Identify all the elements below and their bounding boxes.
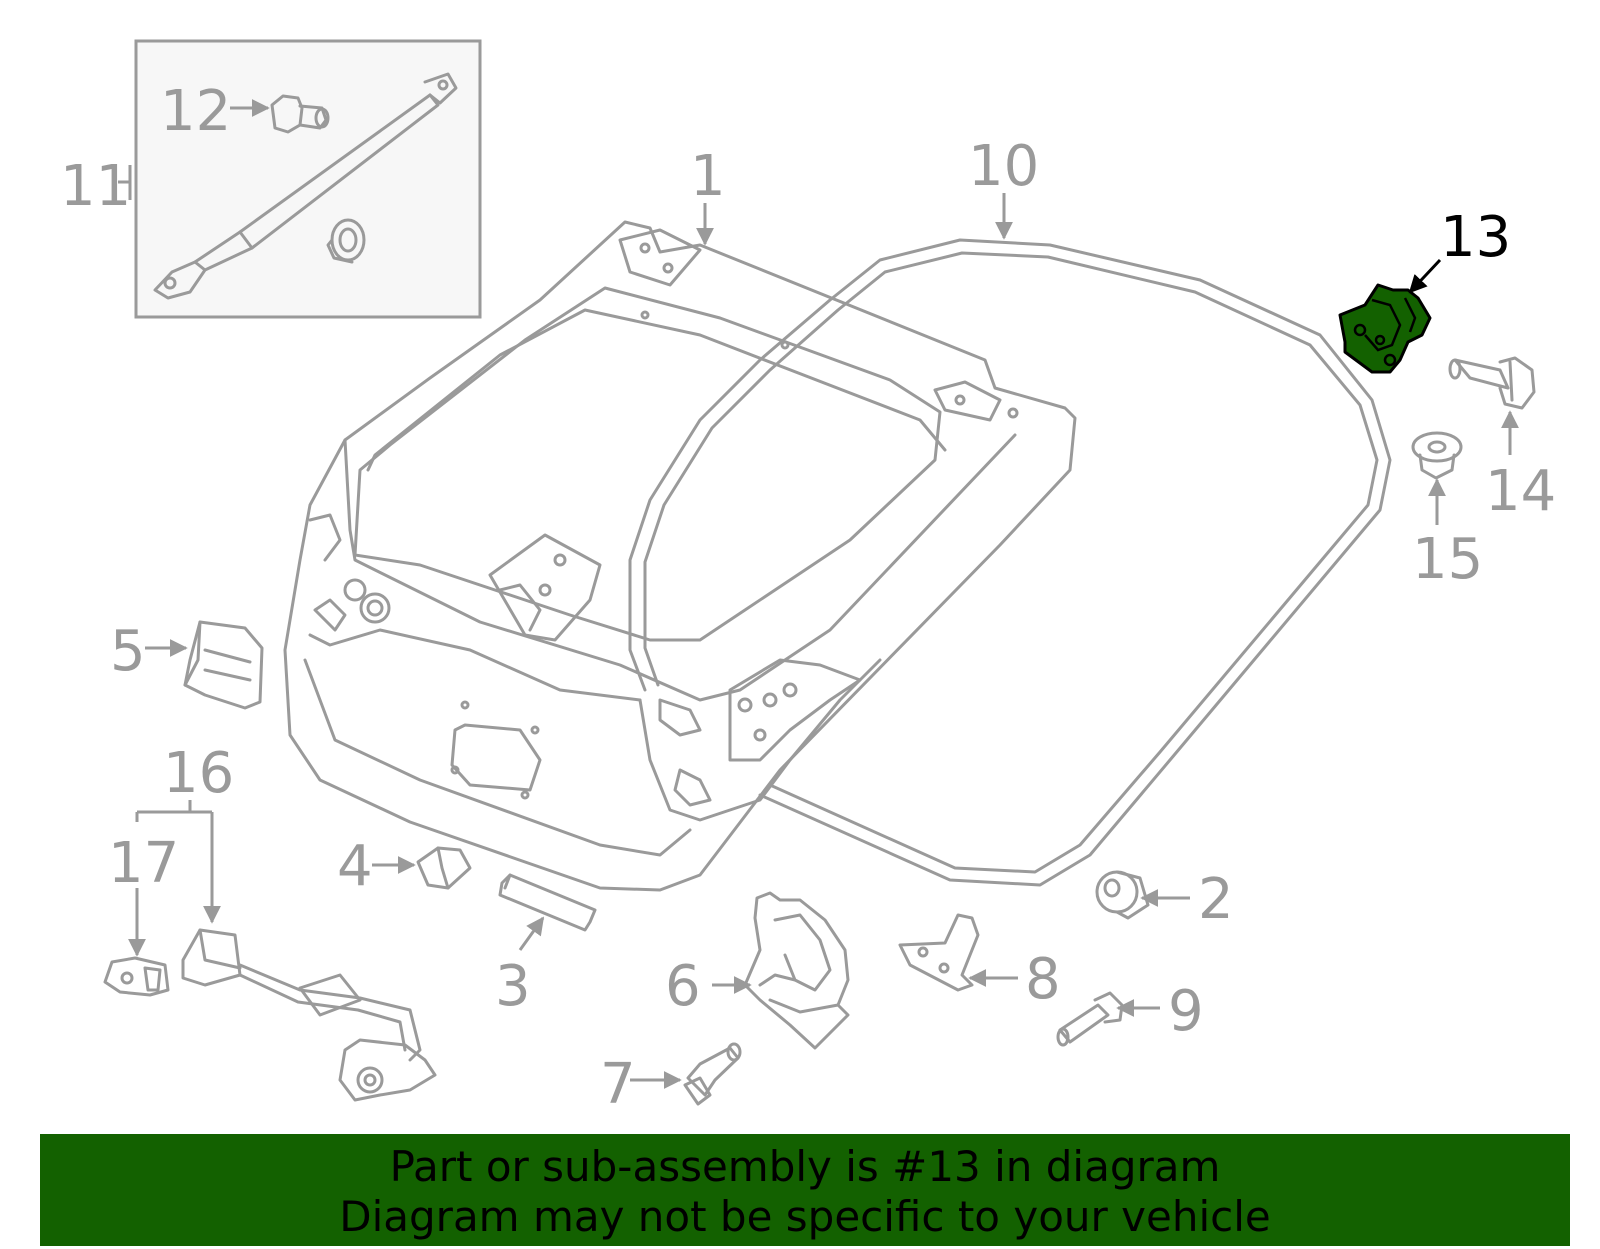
gas-strut bbox=[153, 72, 458, 300]
callout-2: 2 bbox=[1198, 867, 1234, 932]
callout-8: 8 bbox=[1025, 947, 1061, 1012]
callout-7: 7 bbox=[600, 1052, 636, 1117]
callout-11: 11 bbox=[60, 154, 131, 219]
callout-3: 3 bbox=[495, 954, 531, 1019]
bolt-7 bbox=[683, 1042, 742, 1106]
bracket-8 bbox=[898, 913, 980, 992]
callout-4: 4 bbox=[337, 834, 373, 899]
leader-lines bbox=[118, 99, 1519, 1089]
cover-5 bbox=[183, 620, 264, 710]
callout-labels: 1 10 13 12 11 14 15 5 16 17 4 3 2 6 8 9 … bbox=[60, 79, 1556, 1117]
bolt-14 bbox=[1448, 356, 1536, 410]
info-banner: Part or sub-assembly is #13 in diagram D… bbox=[40, 1134, 1570, 1246]
callout-14: 14 bbox=[1485, 459, 1556, 524]
banner-line-1: Part or sub-assembly is #13 in diagram bbox=[389, 1142, 1221, 1191]
tailgate-panel bbox=[283, 220, 1077, 892]
weatherstrip bbox=[628, 238, 1392, 887]
callout-12: 12 bbox=[160, 79, 231, 144]
callout-15: 15 bbox=[1412, 527, 1483, 592]
camera-16 bbox=[181, 928, 437, 1102]
callout-5: 5 bbox=[110, 619, 146, 684]
nut-15 bbox=[1411, 431, 1463, 480]
callout-9: 9 bbox=[1168, 979, 1204, 1044]
bumper-4 bbox=[416, 846, 472, 890]
banner-line-2: Diagram may not be specific to your vehi… bbox=[339, 1192, 1271, 1241]
callout-10: 10 bbox=[968, 134, 1039, 199]
grommet-2 bbox=[1095, 870, 1150, 920]
callout-17: 17 bbox=[108, 831, 179, 896]
clip-17 bbox=[103, 956, 170, 997]
latch-6 bbox=[743, 891, 850, 1050]
callout-1: 1 bbox=[690, 144, 726, 209]
strut-clip bbox=[270, 94, 330, 134]
callout-16: 16 bbox=[163, 741, 234, 806]
latch-highlighted bbox=[1338, 283, 1432, 374]
callout-13: 13 bbox=[1440, 205, 1511, 270]
strut-inset bbox=[134, 39, 482, 319]
callout-6: 6 bbox=[665, 954, 701, 1019]
strip-3 bbox=[498, 873, 597, 932]
strut-grommet bbox=[326, 218, 366, 264]
bolt-9 bbox=[1056, 991, 1124, 1047]
